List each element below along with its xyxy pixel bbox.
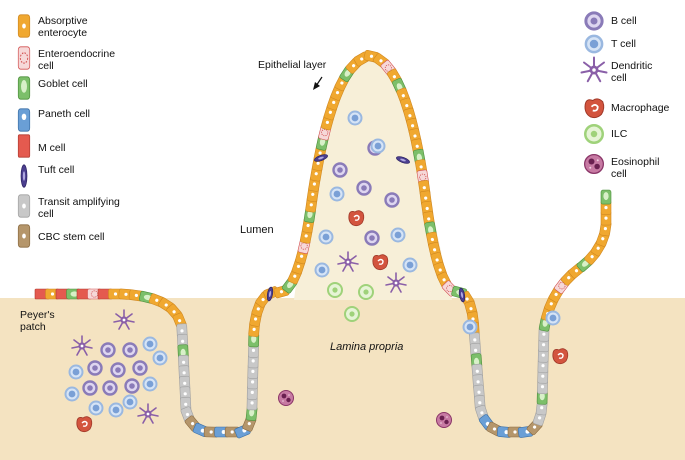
b-cell — [384, 192, 400, 208]
tuft-cell-icon — [20, 164, 28, 188]
b-cell — [356, 180, 372, 196]
macrophage — [552, 348, 569, 365]
t-cell — [108, 402, 124, 418]
b-cell — [82, 380, 98, 396]
lamina-propria-label: Lamina propria — [330, 341, 404, 353]
cbc-stem-cell-icon — [17, 224, 31, 248]
legend-right-icons — [580, 11, 608, 174]
legend-label-enteroendocrine-cell: Enteroendocrine cell — [38, 48, 116, 72]
t-cell — [68, 364, 84, 380]
t-cell — [88, 400, 104, 416]
b-cell — [132, 360, 148, 376]
b-cell — [124, 378, 140, 394]
peyers-patch-label: Peyer's patch — [20, 309, 55, 333]
t-cell — [370, 138, 386, 154]
t-cell — [142, 376, 158, 392]
transit-amplifying-cell-icon — [17, 194, 31, 218]
b-cell — [332, 162, 348, 178]
macrophage — [372, 254, 389, 271]
legend-label-t-cell: T cell — [611, 38, 636, 50]
paneth-cell-icon — [17, 108, 31, 132]
eosinophil-cell — [278, 390, 294, 406]
t-cell — [152, 350, 168, 366]
b-cell — [102, 380, 118, 396]
dendritic-cell-icon — [580, 56, 608, 83]
t-cell — [142, 336, 158, 352]
b-cell — [122, 342, 138, 358]
m-cell-icon — [17, 134, 31, 158]
t-cell — [314, 262, 330, 278]
legend-label-tuft-cell: Tuft cell — [38, 164, 75, 176]
b-cell-icon — [584, 11, 604, 31]
legend-label-absorptive-enterocyte: Absorptive enterocyte — [38, 15, 88, 39]
legend-label-b-cell: B cell — [611, 15, 637, 27]
macrophage — [76, 416, 93, 433]
b-cell — [87, 360, 103, 376]
eosinophil-cell — [436, 412, 452, 428]
macrophage — [348, 210, 365, 227]
ilc — [327, 282, 343, 298]
legend-left-icons — [17, 14, 31, 248]
t-cell — [64, 386, 80, 402]
ilc-icon — [584, 124, 604, 144]
t-cell — [329, 186, 345, 202]
legend-label-transit-amplifying-cell: Transit amplifying cell — [38, 196, 120, 220]
t-cell — [347, 110, 363, 126]
goblet-cell-icon — [17, 76, 31, 100]
eosinophil-icon — [584, 154, 604, 174]
absorptive-enterocyte-icon — [17, 14, 31, 39]
legend-label-eosinophil-cell: Eosinophil cell — [611, 156, 660, 180]
epithelial-layer-arrowhead — [313, 82, 320, 90]
t-cell — [318, 229, 334, 245]
t-cell-icon — [584, 34, 604, 54]
lamina-propria-background — [0, 298, 685, 460]
legend-label-m-cell: M cell — [38, 142, 66, 154]
legend-label-paneth-cell: Paneth cell — [38, 108, 90, 120]
b-cell — [364, 230, 380, 246]
enteroendocrine-cell-icon — [17, 46, 31, 70]
legend-label-goblet-cell: Goblet cell — [38, 78, 88, 90]
ilc — [344, 306, 360, 322]
legend-label-macrophage: Macrophage — [611, 102, 670, 114]
t-cell — [462, 319, 478, 335]
legend-label-cbc-stem-cell: CBC stem cell — [38, 231, 105, 243]
legend-label-ilc: ILC — [611, 128, 628, 140]
t-cell — [390, 227, 406, 243]
b-cell — [100, 342, 116, 358]
b-cell — [110, 362, 126, 378]
t-cell — [122, 394, 138, 410]
epithelial-layer-label: Epithelial layer — [258, 59, 327, 71]
ilc — [358, 284, 374, 300]
t-cell — [545, 310, 561, 326]
t-cell — [402, 257, 418, 273]
lumen-label: Lumen — [240, 224, 274, 236]
legend-label-dendritic-cell: Dendritic cell — [611, 60, 653, 84]
goblet-cell — [600, 189, 612, 205]
macrophage-icon — [584, 98, 605, 119]
